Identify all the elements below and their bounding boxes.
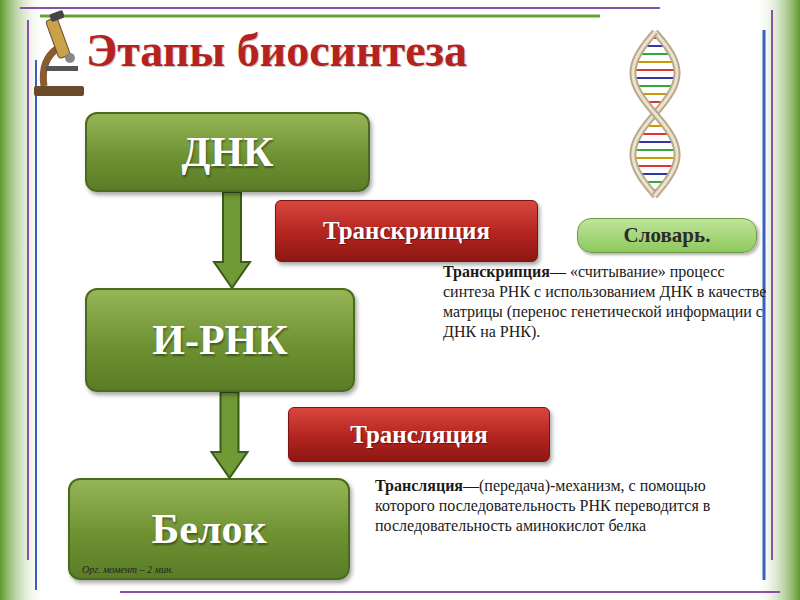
node-text: Белок	[151, 505, 266, 553]
definition-text: Транскрипция— «считывание» процесс синте…	[443, 262, 778, 342]
deco-line	[771, 10, 773, 560]
stage-box: ДНК	[85, 112, 370, 192]
term: Транскрипция	[443, 263, 550, 280]
stage-box: И-РНК	[85, 288, 355, 392]
deco-line	[763, 30, 766, 580]
node-text: И-РНК	[152, 316, 287, 364]
process-label-box: Трансляция	[288, 407, 550, 462]
microscope-icon	[34, 10, 84, 96]
dictionary-badge: Словарь.	[577, 218, 757, 253]
definition-text: Трансляция—(передача)-механизм, с помощь…	[375, 476, 755, 536]
deco-line	[20, 7, 660, 9]
flow-arrow	[214, 192, 250, 288]
right-band	[755, 0, 800, 600]
term: Трансляция	[375, 477, 463, 494]
node-text: Трансляция	[350, 421, 488, 449]
node-text: Словарь.	[624, 223, 711, 248]
deco-line	[27, 20, 29, 560]
deco-line	[35, 60, 37, 590]
time-note: Орг. момент – 2 мин.	[82, 564, 173, 575]
stage-box: БелокОрг. момент – 2 мин.	[68, 478, 350, 580]
deco-line	[120, 591, 780, 593]
deco-line	[40, 15, 600, 18]
slide-title: Этапы биосинтеза	[86, 24, 467, 77]
node-text: ДНК	[181, 128, 273, 176]
node-text: Транскрипция	[323, 217, 490, 245]
process-label-box: Транскрипция	[275, 200, 538, 262]
flow-arrow	[212, 392, 248, 478]
dna-helix	[633, 32, 677, 196]
